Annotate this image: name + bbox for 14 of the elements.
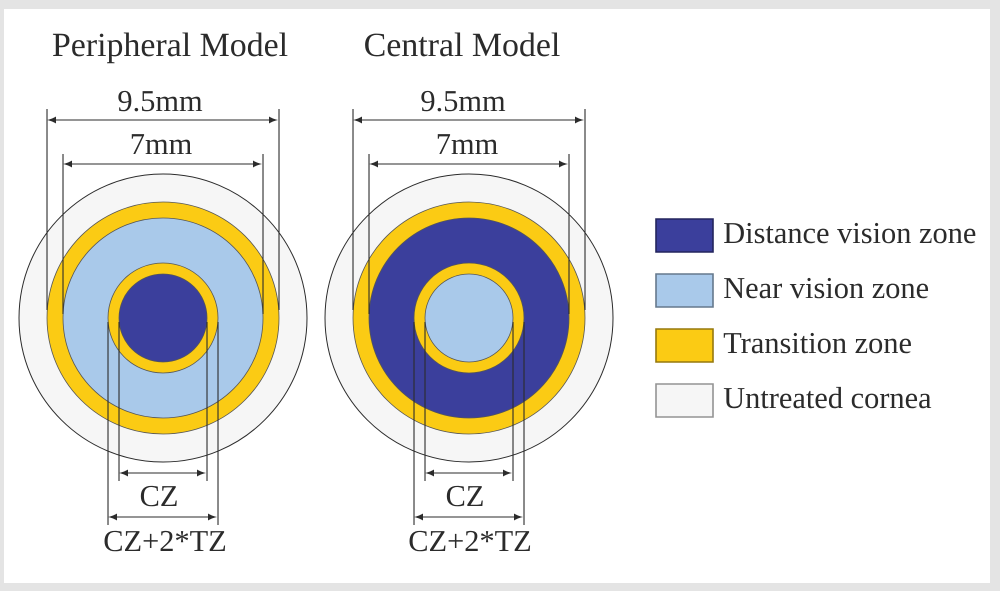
dimension-label: CZ+2*TZ	[410, 530, 530, 552]
dimension-label: 9.5mm	[421, 90, 506, 112]
dimension-label: CZ	[446, 486, 483, 506]
dimension-label: 7mm	[132, 134, 192, 154]
dimension-label: 7mm	[438, 134, 498, 154]
model-title: Central Model	[365, 32, 560, 56]
model-title: Peripheral Model	[52, 32, 288, 64]
dimension-label: CZ	[140, 486, 177, 506]
dimension-label: CZ+2*TZ	[104, 530, 226, 552]
legend-label: Transition zone	[724, 332, 911, 354]
legend-label: Untreated cornea	[724, 386, 932, 408]
legend-label: Distance vision zone	[724, 222, 976, 244]
legend-label: Near vision zone	[724, 278, 928, 298]
dimension-label: 9.5mm	[118, 90, 202, 112]
